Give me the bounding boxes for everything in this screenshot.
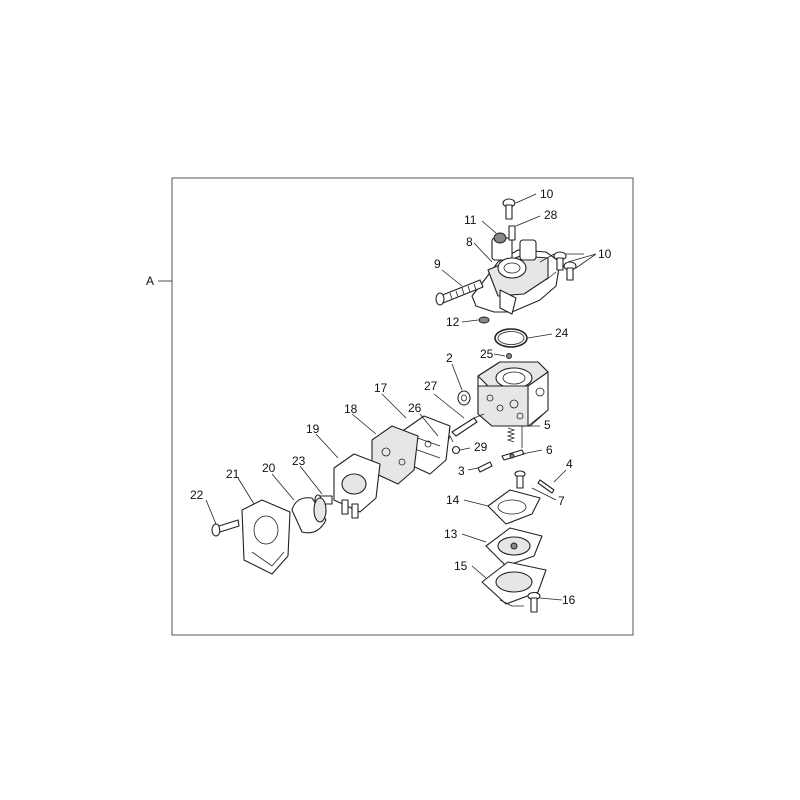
part-11-nut <box>493 232 507 244</box>
callout-19: 19 <box>306 422 320 436</box>
callout-4: 4 <box>566 457 573 471</box>
callout-22: 22 <box>190 488 204 502</box>
callout-3: 3 <box>458 464 465 478</box>
part-12-clip <box>478 316 490 324</box>
callout-17: 17 <box>374 381 388 395</box>
diagram-frame <box>171 177 634 636</box>
carburetor-body <box>477 361 549 427</box>
callout-28: 28 <box>544 208 558 222</box>
part-7-screw <box>514 470 526 489</box>
part-2-washer <box>457 390 471 406</box>
callout-26: 26 <box>408 401 422 415</box>
part-28-pin <box>508 225 516 241</box>
callout-18: 18 <box>344 402 358 416</box>
part-10-screws-right <box>553 251 577 281</box>
part-8-cover-bracket <box>471 237 561 315</box>
part-5-spring <box>506 427 516 443</box>
callout-24: 24 <box>555 326 569 340</box>
part-27-needle <box>451 413 485 437</box>
part-13-diaphragm <box>485 527 543 567</box>
part-3-pin <box>477 461 493 473</box>
callout-14: 14 <box>446 493 460 507</box>
callout-29: 29 <box>474 440 488 454</box>
part-9-adjust-screw <box>435 279 484 306</box>
part-22-screw <box>211 519 240 537</box>
callout-6: 6 <box>546 443 553 457</box>
callout-25: 25 <box>480 347 494 361</box>
callout-12: 12 <box>446 315 460 329</box>
callout-16: 16 <box>562 593 576 607</box>
part-4-pin <box>537 479 555 494</box>
callout-10-top: 10 <box>540 187 554 201</box>
part-25-check-ball <box>506 353 512 359</box>
callout-9: 9 <box>434 257 441 271</box>
leader-lines <box>205 193 597 601</box>
callout-15: 15 <box>454 559 468 573</box>
callout-23: 23 <box>292 454 306 468</box>
part-16-screw <box>527 591 541 613</box>
callout-8: 8 <box>466 235 473 249</box>
part-6-metering-lever <box>501 449 525 461</box>
part-10-screw-top <box>502 198 516 220</box>
part-19-pump-body <box>333 453 381 519</box>
part-20-primer-bulb <box>291 497 327 534</box>
part-14-gasket <box>487 489 541 525</box>
callout-20: 20 <box>262 461 276 475</box>
callout-13: 13 <box>444 527 458 541</box>
section-label: A <box>146 274 154 288</box>
part-24-o-ring <box>494 328 528 348</box>
callout-5: 5 <box>544 418 551 432</box>
callout-labels: 10 11 28 8 10 9 12 24 25 2 27 17 18 26 5… <box>190 187 612 607</box>
callout-27: 27 <box>424 379 438 393</box>
callout-21: 21 <box>226 467 240 481</box>
part-29-plug <box>451 445 461 455</box>
callout-10-right: 10 <box>598 247 612 261</box>
callout-2: 2 <box>446 351 453 365</box>
callout-7: 7 <box>558 494 565 508</box>
callout-11: 11 <box>464 213 477 227</box>
part-21-bracket <box>241 499 291 575</box>
